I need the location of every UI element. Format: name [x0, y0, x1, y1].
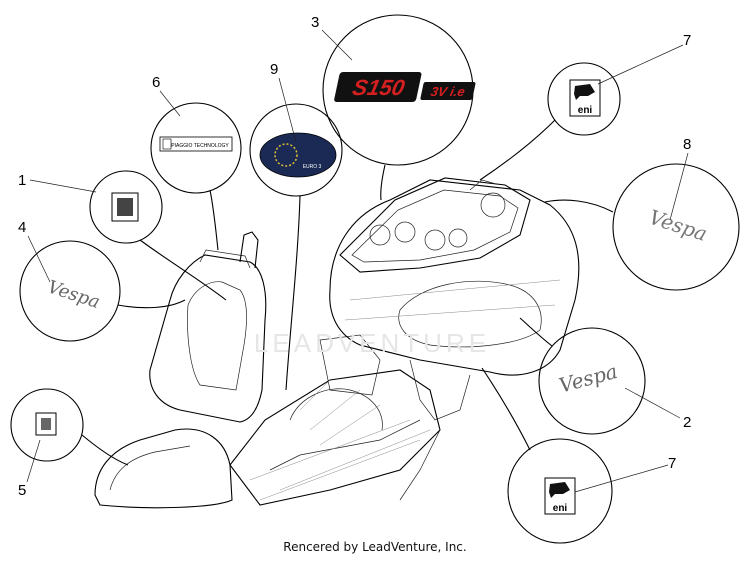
callout-9[interactable]: 9	[270, 61, 278, 78]
tech-plate-text: PIAGGIO TECHNOLOGY	[171, 143, 229, 149]
detail-circle-5	[10, 388, 129, 466]
model-badge-text: S150	[350, 75, 407, 100]
vespa-script-rear: Vespa	[646, 205, 710, 246]
callout-6[interactable]: 6	[152, 74, 160, 91]
detail-circle-9: EURO 3	[249, 103, 343, 391]
callout-8[interactable]: 8	[683, 136, 691, 153]
vespa-script-front: Vespa	[45, 277, 102, 314]
model-badge-decal	[334, 72, 422, 102]
callouts: 1 2 3 4 5 6 7 8 9 7	[18, 14, 691, 499]
eni-text-top: eni	[578, 105, 593, 116]
callout-2[interactable]: 2	[683, 414, 691, 431]
callout-4[interactable]: 4	[18, 219, 26, 236]
detail-circle-1	[89, 170, 227, 301]
detail-circle-8: Vespa	[544, 163, 740, 291]
detail-circle-4: Vespa	[19, 240, 186, 342]
callout-7-bottom[interactable]: 7	[668, 455, 676, 472]
detail-circle-6: PIAGGIO TECHNOLOGY	[150, 102, 242, 251]
detail-circle-2: Vespa	[519, 317, 646, 435]
watermark-text: LEADVENTURE	[254, 328, 490, 358]
model-suffix-text: 3V i.e	[429, 84, 466, 99]
callout-1[interactable]: 1	[18, 172, 26, 189]
footer-credit: Rencered by LeadVenture, Inc.	[283, 540, 467, 554]
callout-5[interactable]: 5	[18, 482, 26, 499]
callout-7-top[interactable]: 7	[683, 32, 691, 49]
euro-label-text: EURO 3	[303, 164, 322, 170]
detail-circle-7-top: eni	[479, 62, 621, 181]
vespa-script-side: Vespa	[556, 359, 620, 398]
euro-label-decal	[259, 132, 337, 178]
detail-circle-3: S150 3V i.e	[322, 14, 476, 201]
callout-3[interactable]: 3	[311, 14, 319, 31]
tech-plate-decal	[159, 136, 233, 152]
detail-circle-7-bottom: eni	[481, 367, 613, 544]
scooter-body	[94, 177, 580, 509]
eni-text-bottom: eni	[553, 503, 568, 514]
